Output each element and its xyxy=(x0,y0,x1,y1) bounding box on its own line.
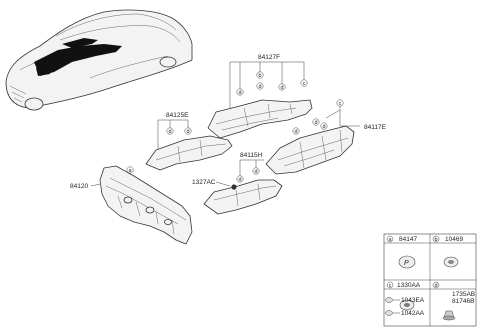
legend-key-a: a xyxy=(388,237,392,243)
legend-code-b: 10469 xyxy=(445,236,463,243)
part-label-1327AC: 1327AC xyxy=(192,179,216,186)
legend-code-d-sub-2: 1042AA xyxy=(401,310,425,317)
parts-legend-table: a 84147 P b 10469 c 1330AA d 1735AB 8174… xyxy=(383,233,477,327)
legend-glyph-a: P xyxy=(404,260,409,267)
callout-d: d xyxy=(294,129,297,135)
callout-b: b xyxy=(258,73,261,79)
part-label-84125E: 84125E xyxy=(166,112,189,119)
callout-d: d xyxy=(238,177,241,183)
legend-key-b: b xyxy=(434,237,437,243)
part-label-84120: 84120 xyxy=(70,183,88,190)
callout-d: d xyxy=(322,124,325,130)
legend-key-c: c xyxy=(389,283,392,289)
part-label-84127F: 84127F xyxy=(258,54,280,61)
callout-d: d xyxy=(258,84,261,90)
pad-84125E: d d 84125E xyxy=(145,112,233,171)
car-illustration xyxy=(5,9,193,111)
callout-d: d xyxy=(186,129,189,135)
callout-d: d xyxy=(280,85,283,91)
legend-code-d-1: 1735AB xyxy=(452,291,475,298)
legend-key-d: d xyxy=(434,283,437,289)
pad-84117E: c d d d 84117E xyxy=(265,99,387,175)
legend-code-a: 84147 xyxy=(399,236,417,243)
pad-84127F: d b d d c 84127F xyxy=(207,54,313,139)
callout-c: c xyxy=(339,101,342,107)
callout-d: d xyxy=(238,90,241,96)
fastener-1327AC: 1327AC xyxy=(192,179,237,190)
legend-code-d-2: 81746B xyxy=(452,298,474,305)
legend-code-d-sub-1: 1043EA xyxy=(401,297,425,304)
part-label-84117E: 84117E xyxy=(364,124,387,131)
pad-84115H: d d 84115H xyxy=(203,152,283,215)
legend-code-c: 1330AA xyxy=(397,282,421,289)
callout-d: d xyxy=(168,129,171,135)
callout-d: d xyxy=(254,169,257,175)
callout-d: d xyxy=(314,120,317,126)
callout-c: c xyxy=(303,81,306,87)
callout-a: a xyxy=(128,168,132,174)
part-label-84115H: 84115H xyxy=(240,152,263,159)
dash-panel-84120: 84120 a xyxy=(70,165,193,245)
